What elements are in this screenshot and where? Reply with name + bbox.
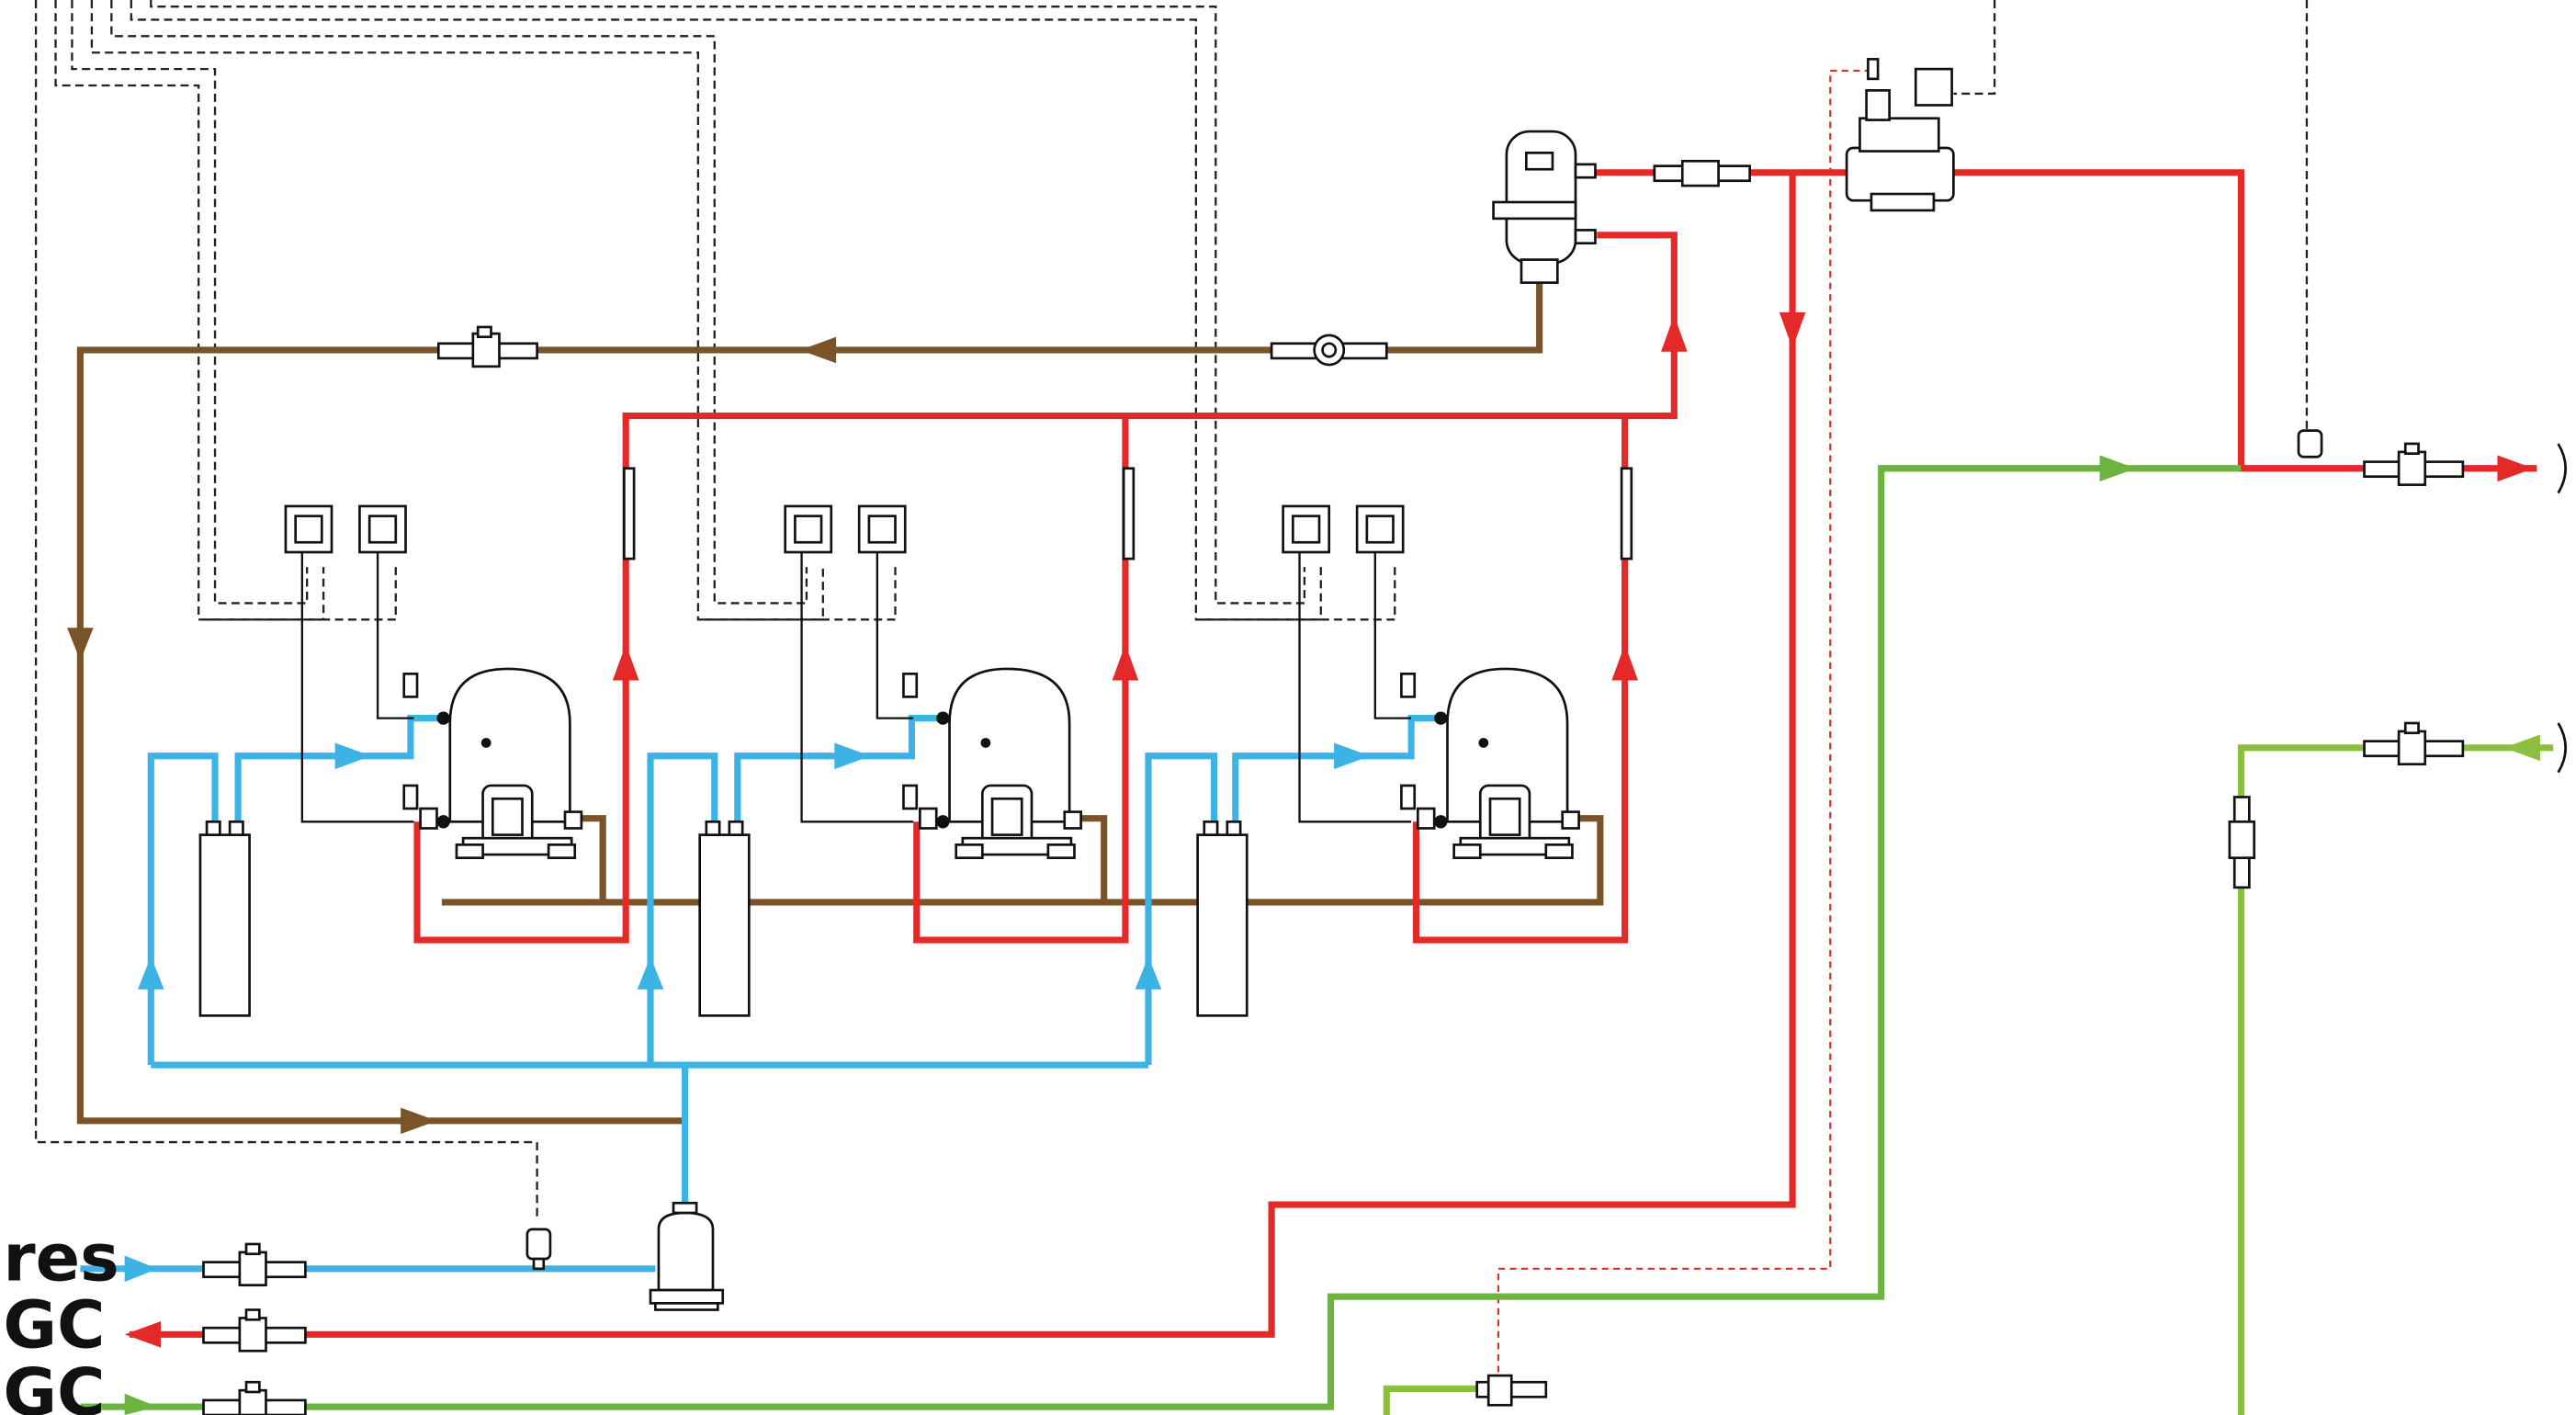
suction-arrow-right-2	[834, 742, 871, 770]
suction-arrow-up-3	[1135, 956, 1162, 990]
green-arrow-right	[2099, 455, 2136, 482]
compressor-unit-1	[198, 467, 636, 1017]
oil-lines	[76, 279, 1604, 1125]
suction-arrow-up-2	[637, 956, 664, 990]
line-end-brackets	[2557, 443, 2567, 774]
compressor-body	[448, 667, 571, 823]
suction-lines	[80, 715, 1441, 1273]
gas-cooler-lines	[80, 465, 2242, 1410]
suction-arrow-right-1	[334, 742, 371, 770]
oil-arrow-right	[401, 1107, 437, 1135]
hotgas-arrow-left	[124, 1321, 162, 1348]
compressor-body	[1446, 667, 1569, 823]
discharge-arrow-up-2	[1112, 644, 1139, 681]
control-wiring	[34, 0, 2309, 1217]
discharge-arrow-up-4	[1661, 315, 1688, 352]
suction-accumulator	[649, 1201, 725, 1311]
suction-arrow-in	[124, 1255, 158, 1283]
oil-separator	[1492, 130, 1597, 284]
discharge-arrow-down	[1779, 311, 1806, 349]
valve-signal-wire	[1497, 69, 1871, 1389]
liquid-arrow-left	[2503, 734, 2540, 762]
inline-valves	[202, 159, 2465, 1415]
compressor-unit-3	[1196, 467, 1633, 1017]
green-arrow-out	[124, 1393, 158, 1415]
regulating-valve	[1845, 58, 1955, 212]
suction-line-label: res	[3, 1219, 119, 1296]
suction-arrow-right-3	[1334, 742, 1371, 770]
hot-gas-line-label: GC	[3, 1287, 105, 1364]
return-line-label: GC	[3, 1354, 105, 1415]
oil-arrow-left	[799, 336, 837, 364]
compressor-body	[948, 667, 1071, 823]
flow-arrows	[67, 311, 2540, 1415]
compressor-unit-2	[698, 467, 1135, 1017]
suction-arrow-up-1	[137, 956, 164, 990]
discharge-arrow-right	[2497, 455, 2534, 482]
pressure-sensor	[525, 1228, 552, 1271]
discharge-arrow-up-1	[612, 644, 639, 681]
oil-arrow-down	[67, 628, 94, 662]
discharge-arrow-up-3	[1611, 644, 1638, 681]
